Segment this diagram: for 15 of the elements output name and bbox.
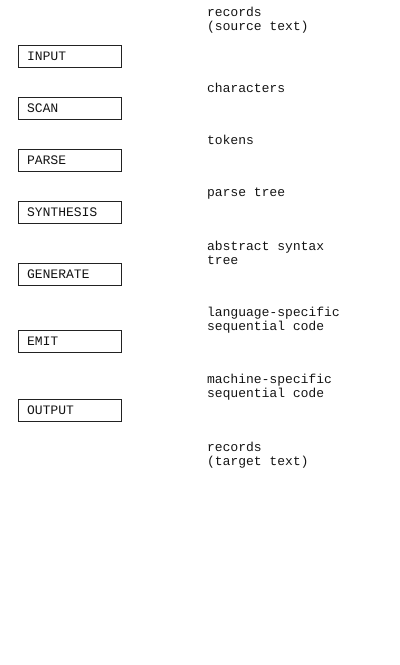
process-box: PARSE [18, 149, 122, 172]
process-box: INPUT [18, 45, 122, 68]
data-label: characters [207, 82, 286, 96]
data-label: records (source text) [207, 6, 310, 34]
data-label: language-specific sequential code [207, 306, 341, 334]
data-label: parse tree [207, 186, 286, 200]
process-box: GENERATE [18, 263, 122, 286]
data-label: abstract syntax tree [207, 240, 324, 268]
data-label: tokens [207, 134, 255, 148]
process-box: SCAN [18, 97, 122, 120]
process-box: SYNTHESIS [18, 201, 122, 224]
data-label: records (target text) [207, 441, 310, 469]
process-box: EMIT [18, 330, 122, 353]
data-label: machine-specific sequential code [207, 373, 333, 401]
process-box: OUTPUT [18, 399, 122, 422]
